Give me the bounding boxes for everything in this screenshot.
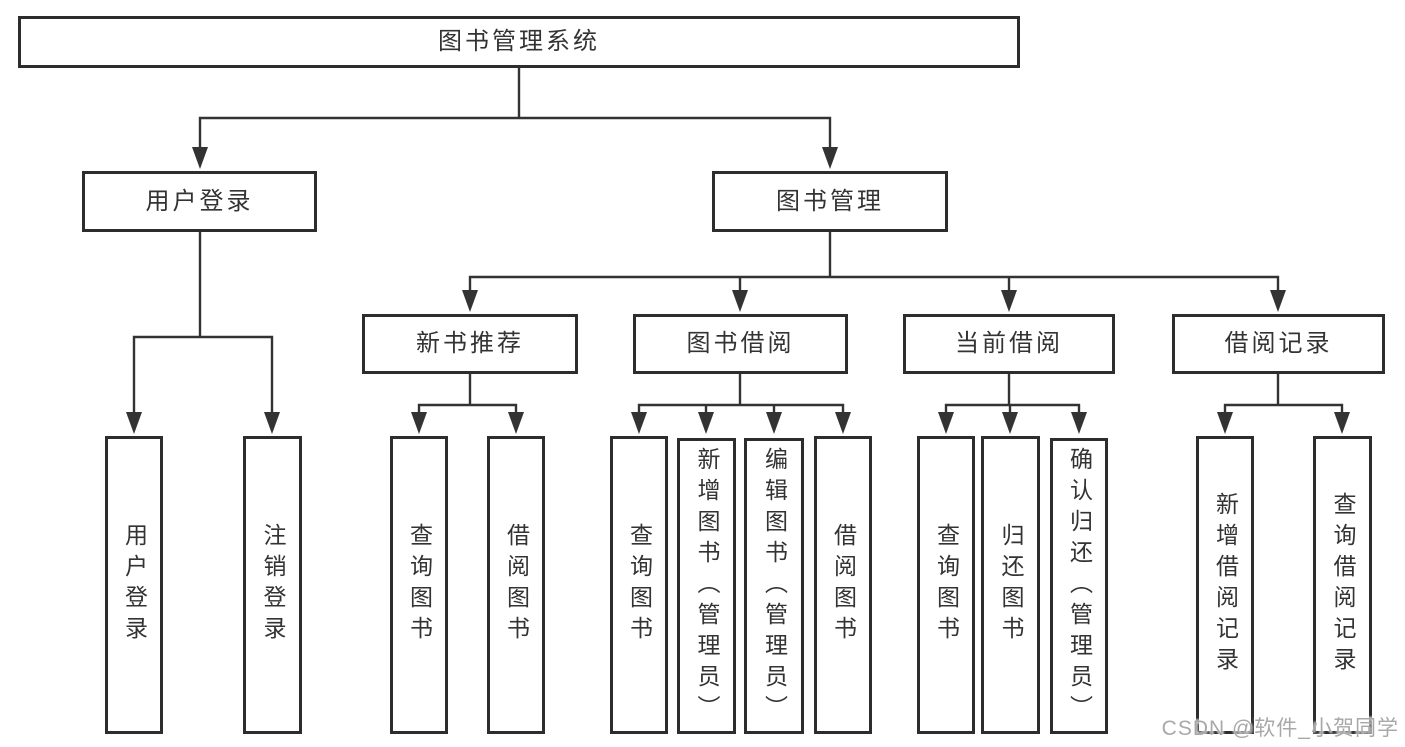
node-current-borrow: 当前借阅 [903,314,1115,374]
leaf-user-login: 用户登录 [105,436,163,734]
watermark: CSDN @软件_小贺同学 [1161,717,1399,740]
connector-root-to-level2 [198,66,832,152]
leaf-query-borrow-record: 查询借阅记录 [1313,436,1372,734]
node-library-management-system: 图书管理系统 [18,16,1020,68]
connector-borrow-records-to-leaves [1223,372,1344,416]
leaf-add-borrow-record: 新增借阅记录 [1196,436,1254,734]
leaf-logout: 注销登录 [243,436,302,734]
leaf-add-book-admin: 新增图书（管理员） [677,438,736,734]
connector-book-borrow-to-leaves [637,372,845,416]
leaf-borrow-books-recommend: 借阅图书 [487,436,545,734]
leaf-query-books-current: 查询图书 [917,436,975,734]
leaf-query-books-borrow: 查询图书 [610,436,668,734]
node-user-login: 用户登录 [82,171,317,232]
node-borrow-records: 借阅记录 [1172,314,1385,374]
connector-user-login-to-leaves [132,230,274,416]
connector-new-book-recommend-to-leaves [417,372,518,416]
node-book-management: 图书管理 [712,171,948,232]
arrowheads [126,147,1350,434]
connector-book-management-to-level3 [468,230,1280,293]
node-new-book-recommend: 新书推荐 [362,314,578,374]
leaf-confirm-return-admin: 确认归还（管理员） [1050,438,1108,734]
leaf-return-book: 归还图书 [981,436,1040,734]
connector-current-borrow-to-leaves [944,372,1081,416]
leaf-borrow-books: 借阅图书 [814,436,872,734]
leaf-edit-book-admin: 编辑图书（管理员） [744,438,804,734]
node-book-borrow: 图书借阅 [633,314,848,374]
leaf-query-books-recommend: 查询图书 [390,436,448,734]
